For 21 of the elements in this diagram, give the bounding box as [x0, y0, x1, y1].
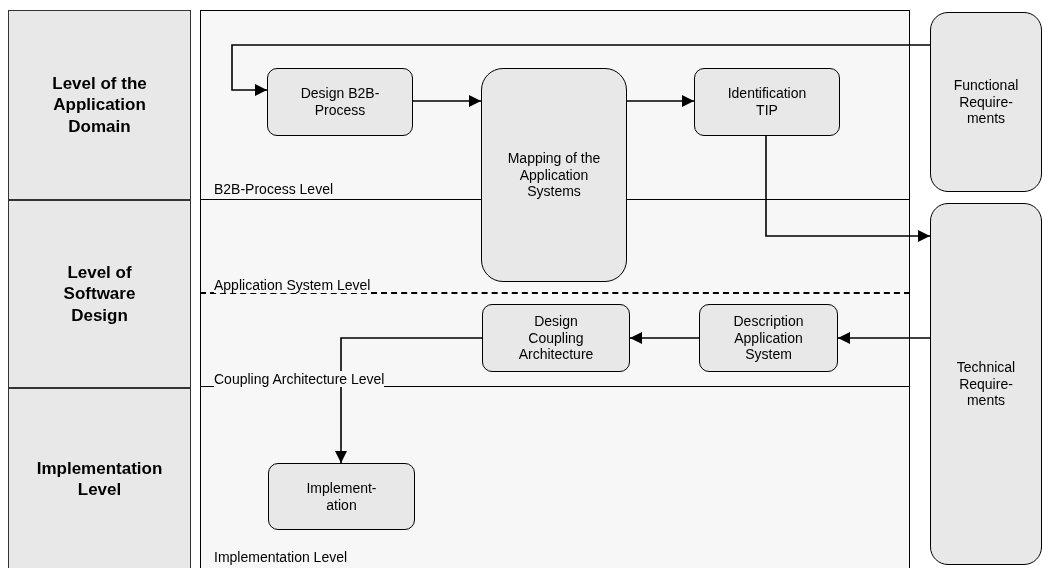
process-box: Design B2B-Process: [267, 68, 413, 136]
process-box: Identification TIP: [694, 68, 840, 136]
process-box: Implement- ation: [268, 463, 415, 530]
lane-label: Implementation Level: [214, 549, 348, 566]
arrow: [765, 135, 931, 242]
arrow: [335, 337, 483, 464]
requirements-box: Functional Require- ments: [930, 12, 1042, 192]
requirements-box: Technical Require- ments: [930, 203, 1042, 565]
level-band: Level of the Application Domain: [8, 10, 191, 200]
arrow: [626, 95, 695, 107]
process-box: Description Application System: [699, 304, 838, 372]
arrow: [837, 332, 931, 344]
lane-label: Application System Level: [214, 277, 371, 294]
process-box: Mapping of the Application Systems: [481, 68, 627, 282]
level-band: Level of Software Design: [8, 200, 191, 388]
arrow: [412, 95, 482, 107]
lane-label: Coupling Architecture Level: [214, 371, 385, 388]
level-band: Implementation Level: [8, 388, 191, 568]
arrow: [629, 332, 700, 344]
arrow: [231, 44, 931, 96]
process-box: Design Coupling Architecture: [482, 304, 630, 372]
